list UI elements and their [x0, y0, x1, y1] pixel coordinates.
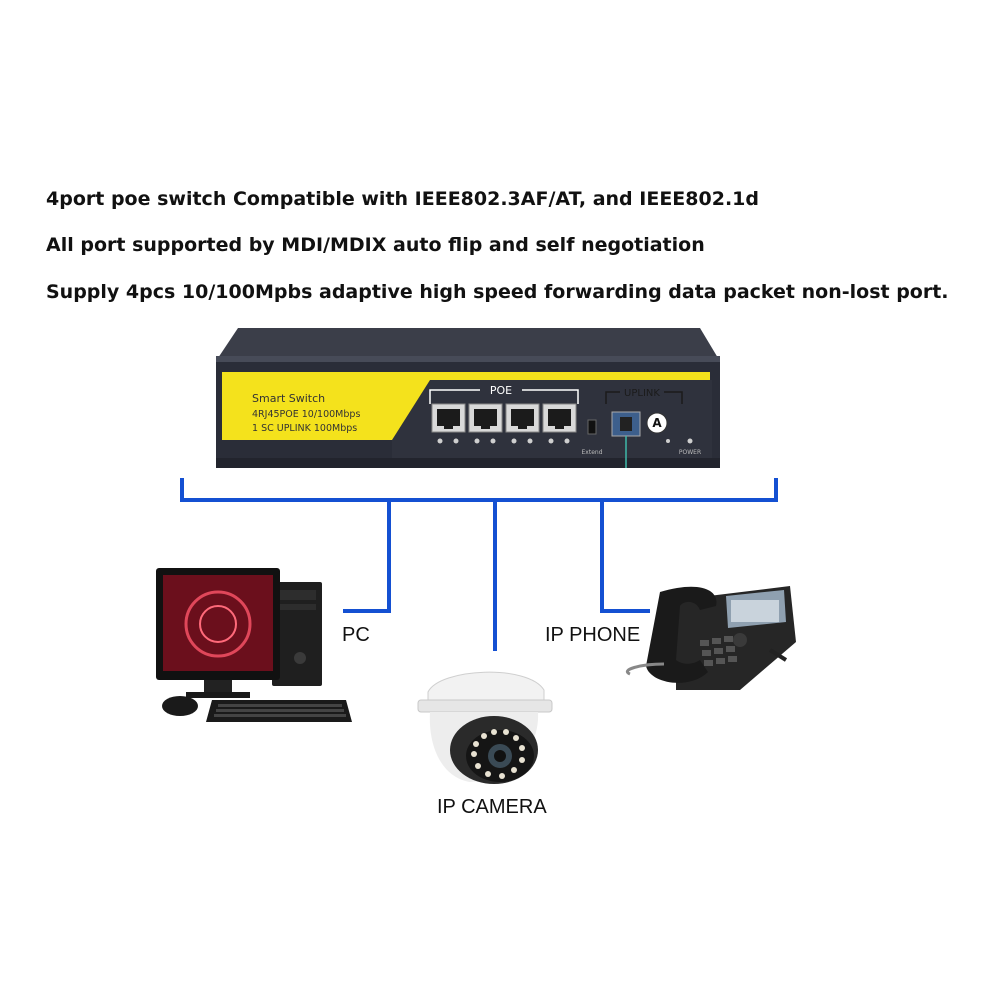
feature-line-2: All port supported by MDI/MDIX auto flip… — [46, 234, 705, 256]
power-label: POWER — [679, 449, 701, 456]
power-led — [687, 438, 693, 444]
poe-switch: Smart Switch 4RJ45POE 10/100Mbps 1 SC UP… — [216, 328, 720, 468]
pc-icon — [156, 568, 352, 722]
ip-camera-label: IP CAMERA — [437, 796, 547, 818]
poe-label: POE — [490, 384, 512, 397]
pc-link — [343, 500, 391, 613]
ip-camera-icon — [417, 671, 553, 784]
switch-spec-2: 1 SC UPLINK 100Mbps — [252, 423, 357, 434]
port-leds — [437, 438, 570, 444]
feature-line-3: Supply 4pcs 10/100Mpbs adaptive high spe… — [46, 281, 949, 303]
rj45-port-2 — [468, 403, 503, 433]
uplink-port-badge — [646, 412, 668, 434]
phone-link — [600, 500, 650, 613]
rj45-port-3 — [505, 403, 540, 433]
rj45-port-1 — [431, 403, 466, 433]
switch-spec-1: 4RJ45POE 10/100Mbps — [252, 409, 360, 420]
link-lines — [180, 478, 778, 651]
ip-phone-label: IP PHONE — [545, 624, 641, 646]
uplink-label: UPLINK — [624, 388, 660, 399]
uplink-port-letter: A — [652, 416, 662, 430]
rj45-port-4 — [542, 403, 577, 433]
extend-label: Extend — [582, 449, 603, 456]
ip-phone-icon — [626, 586, 796, 690]
extend-switch — [587, 419, 597, 435]
feature-line-1: 4port poe switch Compatible with IEEE802… — [46, 188, 759, 210]
pc-label: PC — [342, 624, 370, 646]
backbone-link — [180, 478, 778, 502]
switch-name: Smart Switch — [252, 392, 325, 405]
